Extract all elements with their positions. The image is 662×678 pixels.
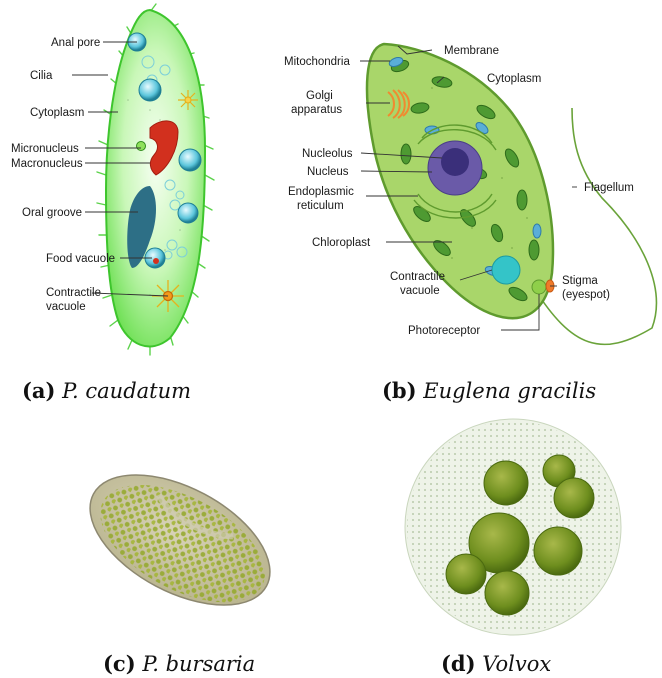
caption-b: (b) Euglena gracilis <box>382 378 596 403</box>
nucleolus <box>441 148 469 176</box>
bursaria-micrograph <box>60 440 300 640</box>
label-cytoplasm: Cytoplasm <box>30 107 84 119</box>
label-er-line2: reticulum <box>297 200 344 212</box>
caption-b-species: Euglena gracilis <box>423 379 596 403</box>
caption-a: (a) P. caudatum <box>22 378 191 403</box>
contractile-vacuole-upper <box>178 90 198 110</box>
paramecium-illustration: Anal pore Cilia Cytoplasm Micronucleus M… <box>0 0 240 360</box>
euglena-illustration: Mitochondria Membrane Cytoplasm Golgi ap… <box>272 28 662 358</box>
photoreceptor <box>532 280 546 294</box>
label-flagellum: Flagellum <box>584 182 634 194</box>
caption-d: (d) Volvox <box>441 651 551 676</box>
label-stigma-line1: Stigma <box>562 275 598 287</box>
caption-d-tag: (d) <box>441 651 476 676</box>
label-cytoplasm: Cytoplasm <box>487 73 541 85</box>
label-contractile-line1: Contractile <box>390 271 445 283</box>
label-contractile-vacuole-line2: vacuole <box>46 301 86 313</box>
caption-a-species: P. caudatum <box>62 379 191 403</box>
label-golgi-line1: Golgi <box>306 90 333 102</box>
label-mitochondria: Mitochondria <box>284 56 350 68</box>
caption-b-tag: (b) <box>382 378 417 403</box>
label-anal-pore: Anal pore <box>51 37 100 49</box>
panel-b-euglena-diagram: Mitochondria Membrane Cytoplasm Golgi ap… <box>272 28 662 358</box>
label-chloroplast: Chloroplast <box>312 237 371 249</box>
label-nucleolus: Nucleolus <box>302 148 353 160</box>
caption-c: (c) P. bursaria <box>103 651 255 676</box>
caption-c-species: P. bursaria <box>142 652 255 676</box>
volvox-micrograph <box>398 415 628 640</box>
panel-c-bursaria-photo <box>60 440 300 640</box>
label-food-vacuole: Food vacuole <box>46 253 115 265</box>
label-cilia: Cilia <box>30 70 53 82</box>
label-macronucleus: Macronucleus <box>11 158 83 170</box>
food-vacuole <box>178 203 198 223</box>
label-er-line1: Endoplasmic <box>288 186 354 198</box>
label-micronucleus: Micronucleus <box>11 143 79 155</box>
caption-a-tag: (a) <box>22 378 55 403</box>
food-vacuole <box>179 149 201 171</box>
label-nucleus: Nucleus <box>307 166 349 178</box>
caption-c-tag: (c) <box>103 651 136 676</box>
label-oral-groove: Oral groove <box>22 207 82 219</box>
label-photoreceptor: Photoreceptor <box>408 325 480 337</box>
label-contractile-vacuole-line1: Contractile <box>46 287 101 299</box>
caption-d-species: Volvox <box>482 652 551 676</box>
food-vacuole <box>139 79 161 101</box>
label-contractile-line2: vacuole <box>400 285 440 297</box>
micronucleus <box>137 142 146 151</box>
label-stigma-line2: (eyespot) <box>562 289 610 301</box>
contractile-vacuole <box>492 256 520 284</box>
panel-d-volvox-photo <box>398 415 628 640</box>
panel-a-paramecium-diagram: Anal pore Cilia Cytoplasm Micronucleus M… <box>0 0 240 360</box>
label-golgi-line2: apparatus <box>291 104 342 116</box>
label-membrane: Membrane <box>444 45 499 57</box>
